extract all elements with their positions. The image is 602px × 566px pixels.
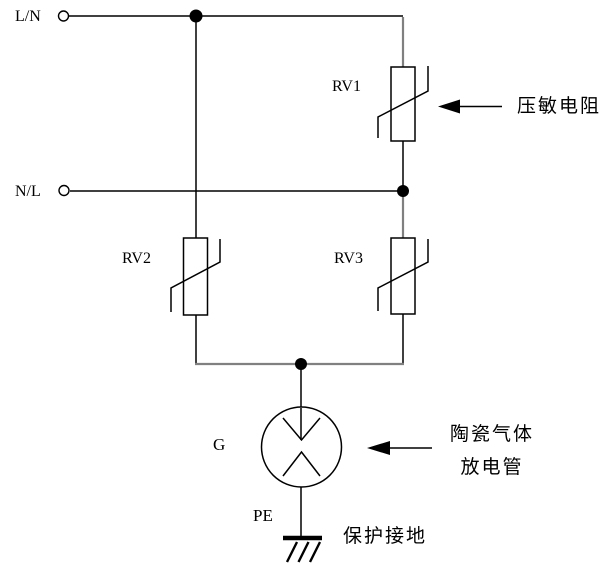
terminals — [57, 10, 70, 197]
gdt-circle — [260, 406, 343, 488]
junction-dot-middle — [397, 185, 409, 197]
label-rv2: RV2 — [122, 250, 151, 267]
gdt-top-electrode-chevron — [282, 417, 321, 442]
label-line-bottom: N/L — [15, 183, 41, 200]
varistor-annotation-arrow — [438, 99, 502, 114]
gdt-bottom-electrode-chevron — [282, 450, 321, 477]
junction-dot-top — [189, 9, 203, 23]
varistor-rv2-symbol — [170, 237, 221, 316]
terminal-circle-nl — [58, 184, 70, 197]
annotation-gdt-line2: 放电管 — [460, 457, 524, 478]
annotation-gdt-line1: 陶瓷气体 — [449, 424, 534, 445]
label-rv1: RV1 — [332, 78, 361, 95]
annotation-gdt: 陶瓷气体 放电管 — [444, 418, 540, 484]
label-line-top: L/N — [15, 8, 41, 25]
rv3-body — [390, 237, 416, 315]
annotation-protective-earth: 保护接地 — [343, 526, 428, 547]
rv3-strike-line — [377, 239, 429, 311]
rv2-strike-line — [170, 239, 221, 312]
rv1-strike-line — [377, 66, 429, 138]
arrow-left-icon — [438, 99, 460, 114]
label-gdt: G — [213, 435, 226, 454]
wires-primary — [68, 15, 404, 538]
gdt-annotation-arrow — [367, 441, 432, 455]
label-pe: PE — [253, 506, 273, 525]
terminal-circle-ln — [57, 10, 70, 22]
ground-hatch-1 — [285, 541, 299, 563]
junctions — [189, 9, 409, 370]
ground-hatch-2 — [297, 541, 310, 563]
junction-dot-bottom — [295, 358, 307, 370]
ground-hatch-3 — [308, 541, 322, 563]
arrow-left-icon — [367, 441, 390, 455]
varistor-rv1-symbol — [377, 66, 429, 142]
label-rv3: RV3 — [334, 250, 363, 267]
rv2-body — [182, 237, 209, 316]
gas-discharge-tube-symbol — [260, 406, 343, 488]
varistor-rv3-symbol — [377, 237, 429, 315]
earth-ground-symbol — [283, 535, 322, 563]
annotation-varistor: 压敏电阻 — [517, 96, 602, 117]
